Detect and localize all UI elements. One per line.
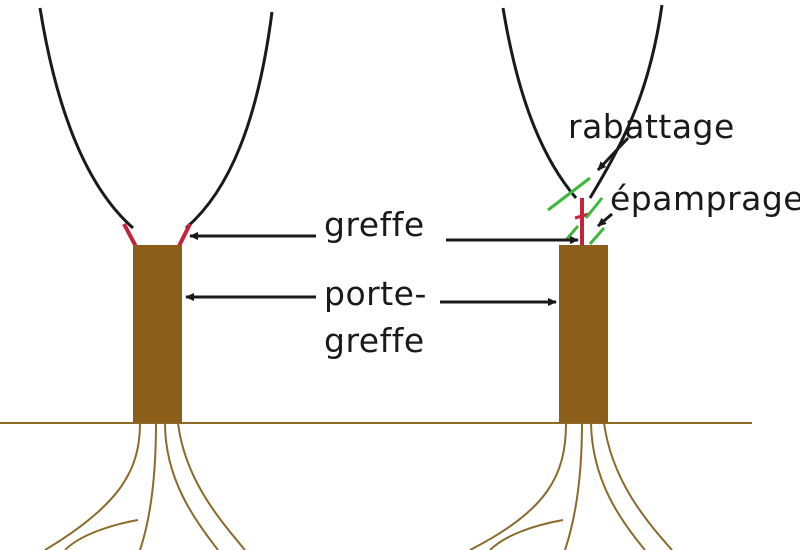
right-root <box>590 422 646 550</box>
left-scion-stem <box>38 7 134 230</box>
left-scion-stem <box>185 11 274 230</box>
left-plant <box>38 7 274 550</box>
porte-greffe-label-line1: porte- <box>324 274 427 313</box>
right-plant <box>469 4 673 550</box>
epamprage-cut-mark <box>588 227 606 245</box>
epamprage-cut-mark <box>564 225 580 241</box>
right-rootstock <box>559 245 608 423</box>
right-root <box>469 422 567 550</box>
greffe-label: greffe <box>324 205 425 244</box>
epamprage-arrow <box>597 212 613 228</box>
left-root <box>164 422 219 550</box>
arrows <box>185 136 630 306</box>
rabattage-arrow <box>596 136 630 172</box>
right-root <box>564 422 583 550</box>
epamprage-cut-mark <box>584 197 604 219</box>
right-scion-stem <box>501 7 578 199</box>
porte-greffe-label-line2: greffe <box>324 321 425 360</box>
left-root <box>139 422 157 550</box>
rabattage-label: rabattage <box>568 107 735 146</box>
right-root <box>603 422 673 550</box>
left-root <box>64 519 139 550</box>
rabattage-cut-mark <box>547 176 591 212</box>
left-root <box>177 422 246 550</box>
right-scion-stem <box>588 4 664 199</box>
epamprage-label: épamprage <box>610 179 800 218</box>
left-root <box>44 422 141 550</box>
right-graft-stub <box>574 212 590 220</box>
left-rootstock <box>133 245 182 423</box>
right-root <box>489 519 564 550</box>
